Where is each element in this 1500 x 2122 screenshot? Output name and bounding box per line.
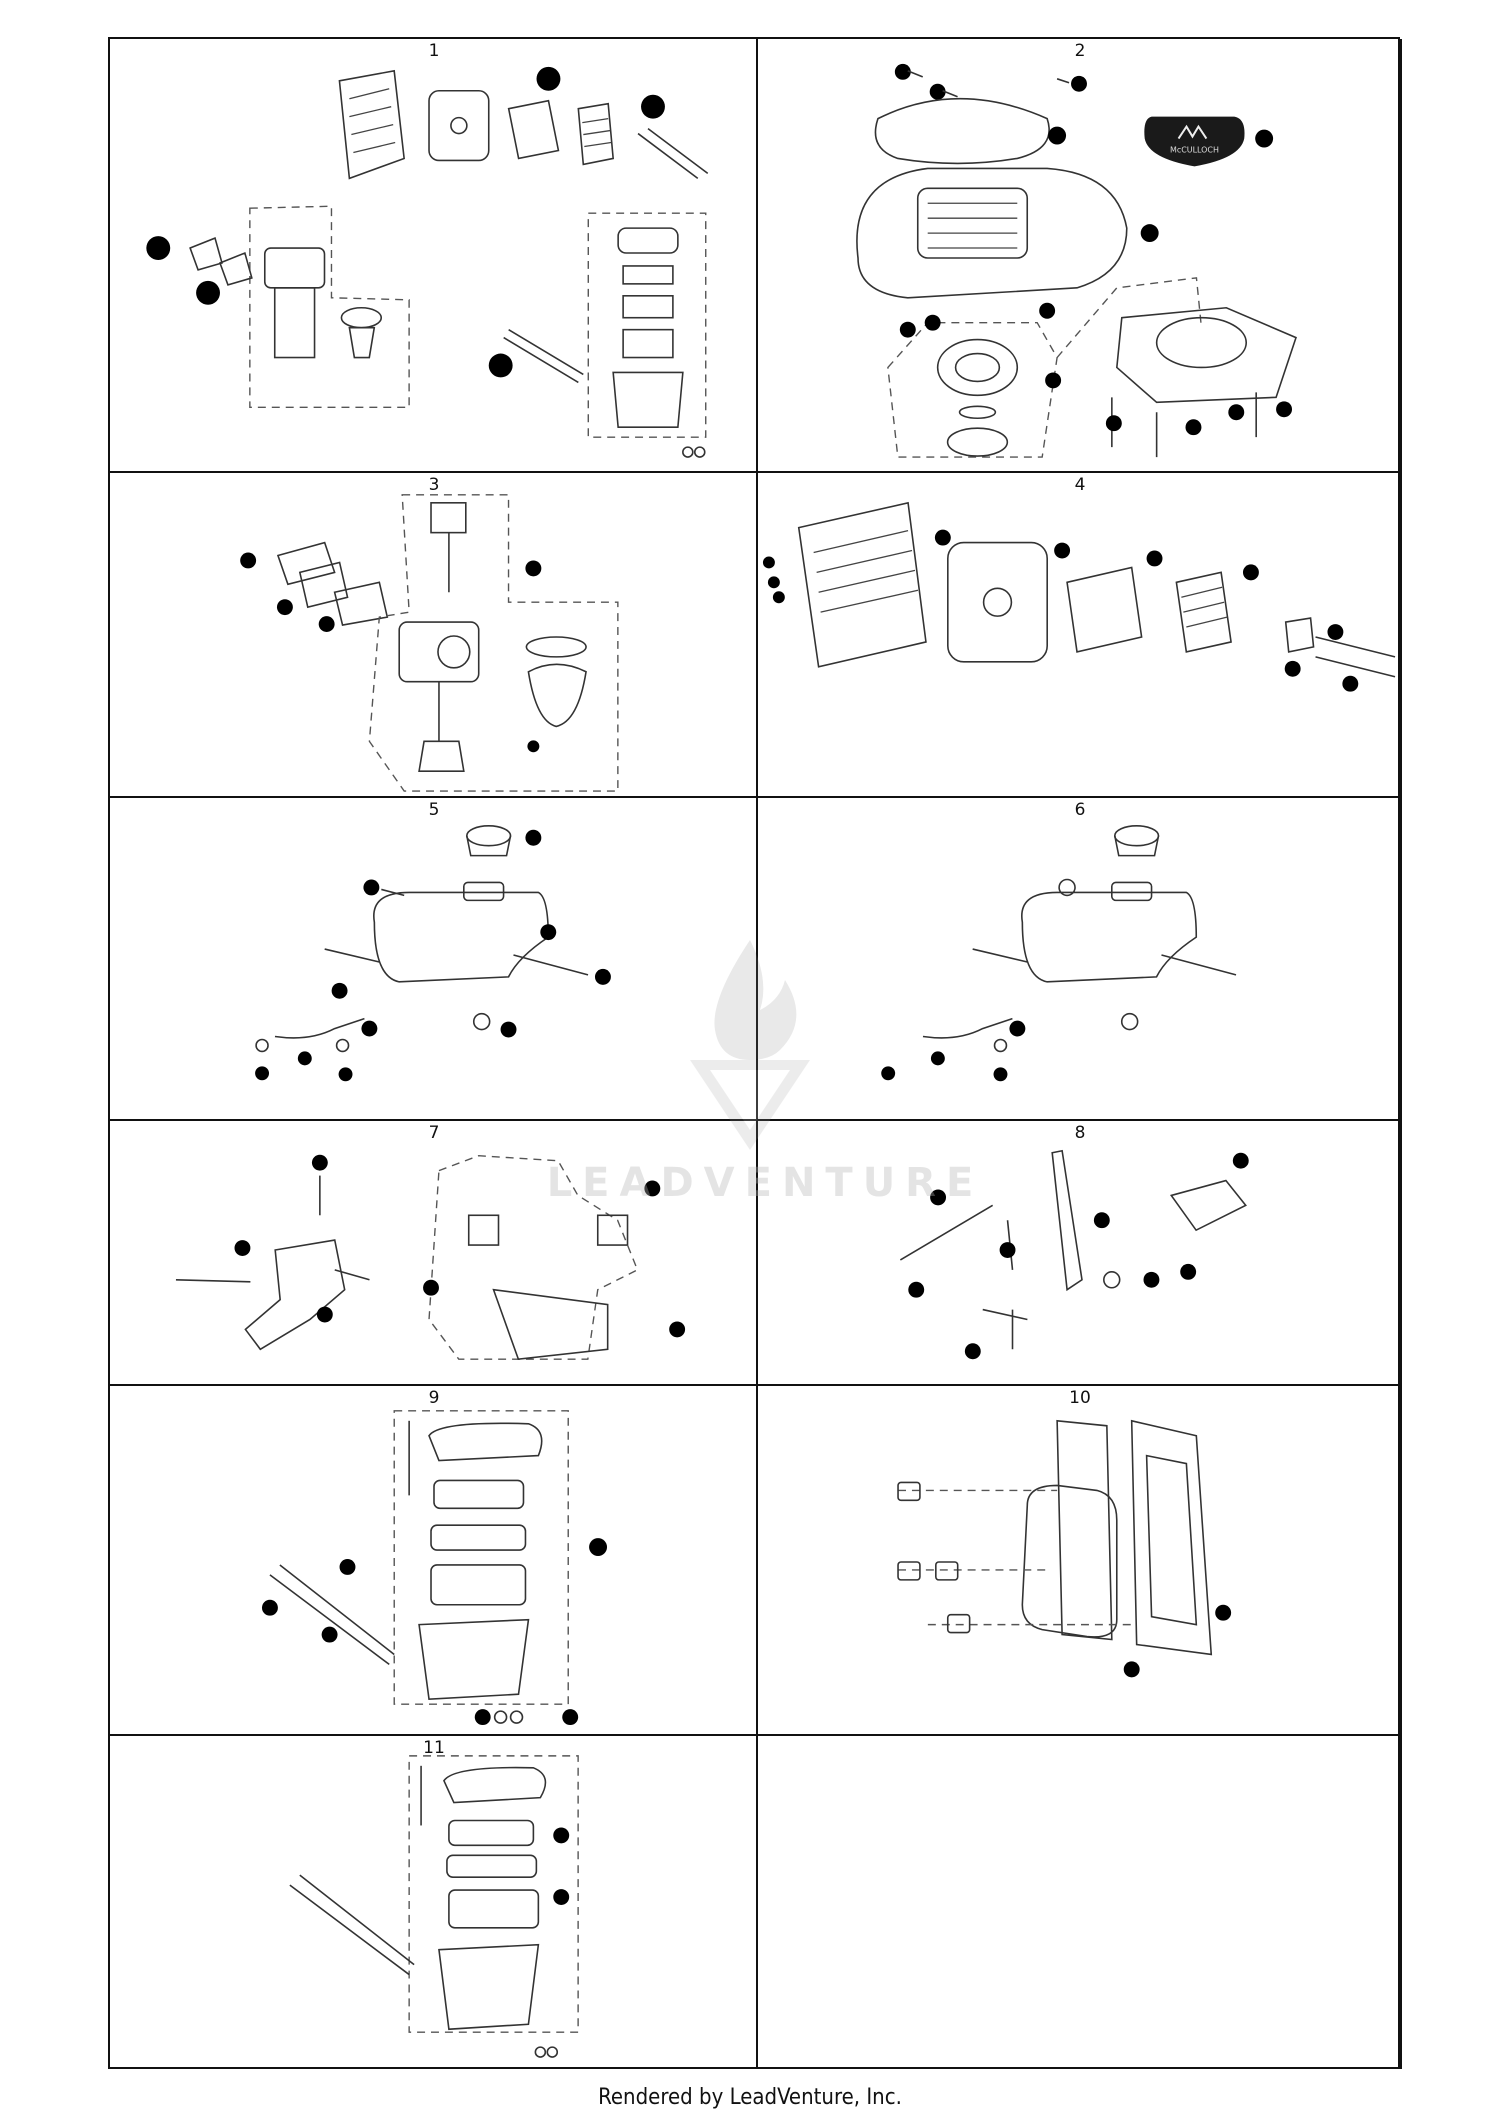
panel-6-drawing [881,825,1237,1082]
panel-empty [758,1736,1402,2069]
panel-number: 2 [1074,41,1086,61]
panel-number: 10 [1069,1388,1091,1408]
panel-number: 4 [1074,475,1086,495]
panel-3-drawing [240,494,619,792]
panel-4-drawing [762,501,1396,692]
panel-9-drawing [261,1410,607,1726]
panel-5[interactable]: 5 [110,798,758,1121]
panel-10[interactable]: 10 [758,1386,1402,1736]
panel-11-drawing [289,1755,579,2058]
panel-number: 9 [428,1388,440,1408]
panel-number: 11 [423,1738,445,1758]
footer-credit: Rendered by LeadVenture, Inc. [598,2085,902,2110]
panel-number: 6 [1074,800,1086,820]
panel-number: 7 [428,1123,440,1143]
panel-4[interactable]: 4 [758,473,1402,798]
panel-number: 8 [1074,1123,1086,1143]
panel-8[interactable]: 8 [758,1121,1402,1386]
panel-11[interactable]: 11 [110,1736,758,2069]
panel-6[interactable]: 6 [758,798,1402,1121]
panel-5-drawing [255,825,611,1082]
panel-7[interactable]: 7 [110,1121,758,1386]
watermark-text: LEADVENTURE [546,1160,984,1206]
panel-2[interactable]: 2 McCULLOCH [758,39,1402,473]
panel-9[interactable]: 9 [110,1386,758,1736]
panel-1[interactable]: 1 [110,39,758,473]
panel-8-drawing [899,1149,1249,1360]
panel-3[interactable]: 3 [110,473,758,798]
panel-2-drawing: McCULLOCH [856,63,1297,458]
panel-number: 3 [428,475,440,495]
brand-badge-text: McCULLOCH [1170,145,1219,154]
panel-7-drawing [175,1154,686,1361]
panel-number: 1 [428,41,440,61]
panel-number: 5 [428,800,440,820]
panel-1-drawing [146,66,709,458]
panel-10-drawing [897,1419,1232,1678]
parts-diagram-grid: 1 [108,37,1402,2069]
